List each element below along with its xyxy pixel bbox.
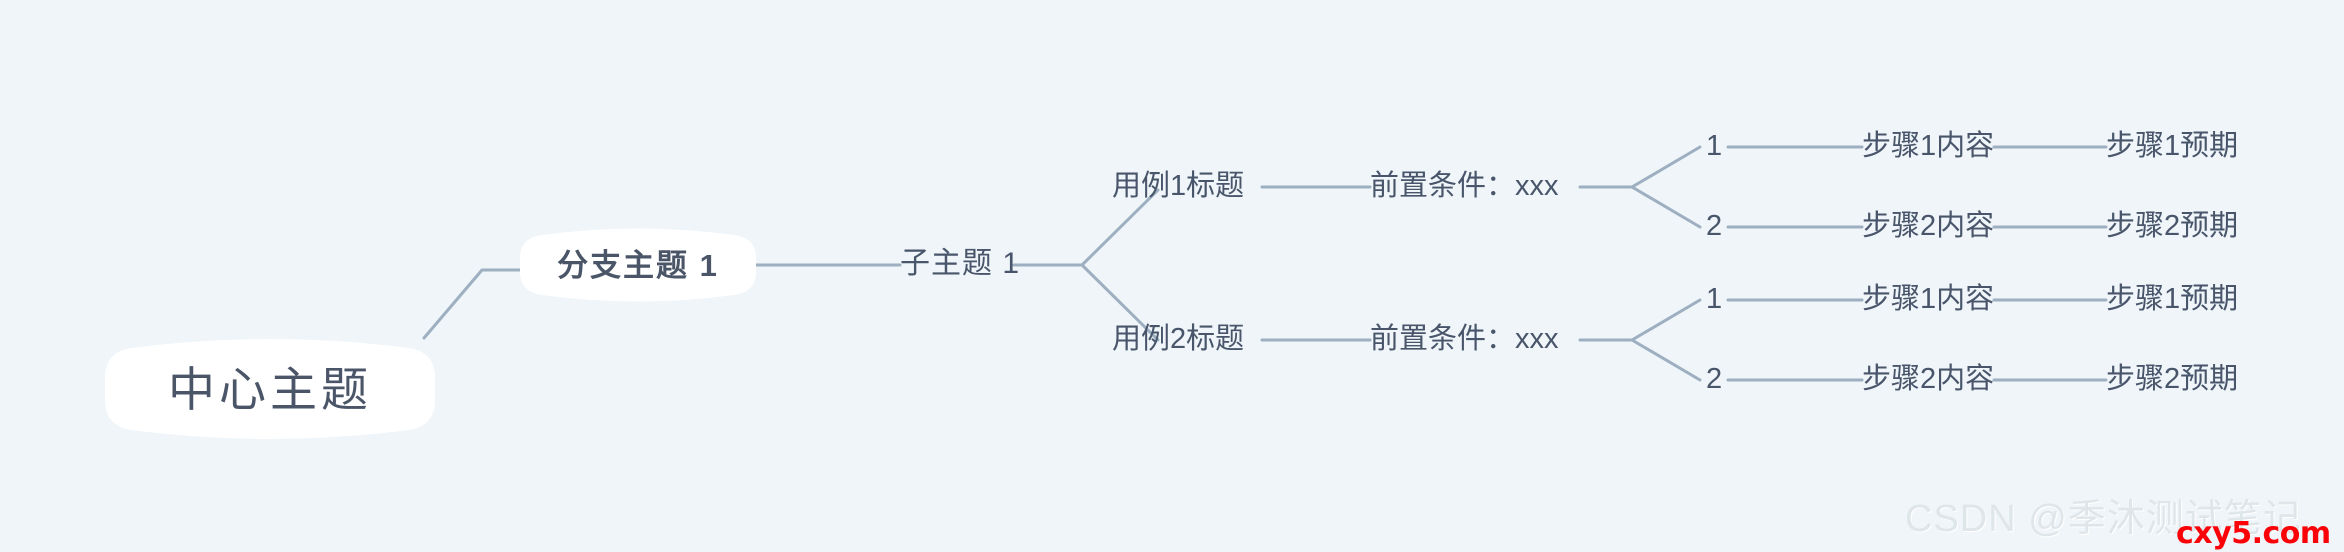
edge-case2-to-step1 (1630, 298, 1702, 342)
step-index-node-2-2[interactable]: 2 (1706, 363, 1723, 395)
step-expected-node-2-1[interactable]: 步骤1预期 (2106, 283, 2239, 315)
subtopic-node[interactable]: 子主题 1 (900, 247, 1021, 280)
step-content-node-2-1[interactable]: 步骤1内容 (1862, 283, 1995, 315)
edge-case1-to-step1 (1630, 145, 1702, 189)
case-precondition-node-2[interactable]: 前置条件：xxx (1370, 323, 1559, 355)
branch-topic-node[interactable]: 分支主题 1 (520, 222, 756, 308)
step-content-node-2-2[interactable]: 步骤2内容 (1862, 363, 1995, 395)
step-expected-node-2-2[interactable]: 步骤2预期 (2106, 363, 2239, 395)
step-index-node-2-1[interactable]: 1 (1706, 283, 1723, 315)
central-topic-node[interactable]: 中心主题 (105, 330, 435, 448)
csdn-watermark: CSDN @季沐测试笔记 (1905, 498, 2302, 540)
step-expected-node-1-2[interactable]: 步骤2预期 (2106, 210, 2239, 242)
step-index-node-1-2[interactable]: 2 (1706, 210, 1723, 242)
step-content-node-1-1[interactable]: 步骤1内容 (1862, 130, 1995, 162)
case-title-node-1[interactable]: 用例1标题 (1112, 170, 1245, 202)
edge-central-to-branch (422, 268, 532, 340)
case-precondition-node-1[interactable]: 前置条件：xxx (1370, 170, 1559, 202)
step-content-node-1-2[interactable]: 步骤2内容 (1862, 210, 1995, 242)
edge-case2-to-step2 (1630, 338, 1702, 382)
edge-case1-to-step2 (1630, 185, 1702, 229)
case-title-node-2[interactable]: 用例2标题 (1112, 323, 1245, 355)
step-index-node-1-1[interactable]: 1 (1706, 130, 1723, 162)
site-watermark: cxy5.com (2176, 516, 2331, 551)
step-expected-node-1-1[interactable]: 步骤1预期 (2106, 130, 2239, 162)
